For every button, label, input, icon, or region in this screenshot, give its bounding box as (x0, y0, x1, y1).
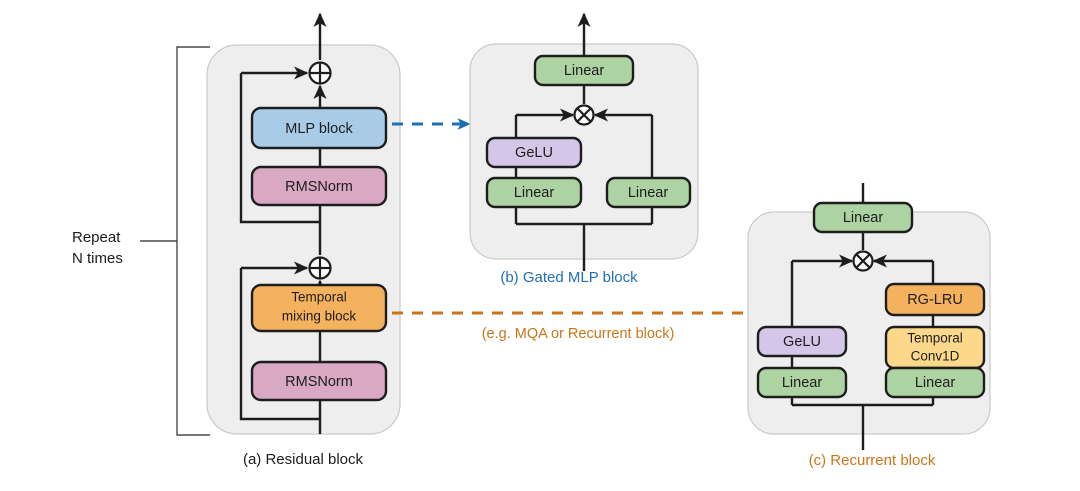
node-gelu-label: GeLU (515, 145, 553, 161)
node-linear-out-label: Linear (843, 210, 883, 226)
node-rmsnorm-lower-label: RMSNorm (285, 374, 353, 390)
node-linear-right-label: Linear (915, 375, 955, 391)
node-linear-right-shape[interactable] (884, 366, 986, 399)
node-rmsnorm-upper[interactable]: RMSNorm (250, 165, 388, 207)
node-temporal-conv1d[interactable]: Temporal Conv1D (884, 325, 986, 370)
node-linear-right[interactable]: Linear (884, 366, 986, 399)
node-temporal-conv1d-label-line1: Temporal (907, 331, 963, 346)
recurrent-panel-background (747, 211, 991, 435)
node-linear-left-label: Linear (514, 185, 554, 201)
plus-icon (310, 258, 330, 278)
node-linear-out[interactable]: Linear (812, 201, 914, 234)
node-linear-left-shape[interactable] (485, 176, 583, 209)
times-icon (855, 253, 871, 269)
residual-add-lower (308, 256, 332, 280)
node-rmsnorm-lower[interactable]: RMSNorm (250, 360, 388, 402)
caption-gated-mlp-block: (b) Gated MLP block (500, 269, 638, 286)
plus-icon (310, 63, 330, 83)
node-gelu-shape[interactable] (485, 136, 583, 169)
node-mlp-block-label: MLP block (285, 121, 353, 137)
node-rg-lru[interactable]: RG-LRU (884, 282, 986, 317)
node-temporal-mixing-block-shape[interactable] (250, 283, 388, 333)
node-linear-out-shape[interactable] (812, 201, 914, 234)
node-rmsnorm-lower-shape[interactable] (250, 360, 388, 402)
panel-gated-mlp-block: Linear GeLU Linear Linear (b) Gated MLP … (469, 12, 699, 286)
node-gelu[interactable]: GeLU (756, 325, 848, 358)
node-temporal-mixing-block[interactable]: Temporal mixing block (250, 283, 388, 333)
node-linear-right-shape[interactable] (605, 176, 692, 209)
repeat-bracket (176, 46, 210, 436)
panel-residual-block: MLP block RMSNorm Temporal mixing block … (206, 12, 401, 468)
node-linear-left[interactable]: Linear (485, 176, 583, 209)
node-rg-lru-label: RG-LRU (907, 292, 963, 308)
repeat-label-line2: N times (72, 250, 123, 267)
node-temporal-mixing-block-label-line2: mixing block (282, 309, 357, 324)
elementwise-multiply (573, 104, 595, 126)
node-linear-left-shape[interactable] (756, 366, 848, 399)
wire-skip-lower (239, 268, 320, 421)
node-linear-left[interactable]: Linear (756, 366, 848, 399)
residual-add-upper (308, 61, 332, 85)
node-rmsnorm-upper-shape[interactable] (250, 165, 388, 207)
node-gelu[interactable]: GeLU (485, 136, 583, 169)
times-icon (576, 107, 592, 123)
repeat-label-line1: Repeat (72, 229, 121, 246)
node-mlp-block[interactable]: MLP block (250, 106, 388, 150)
node-linear-out[interactable]: Linear (533, 54, 635, 87)
node-mlp-block-shape[interactable] (250, 106, 388, 150)
dashed-arrow-orange: (e.g. MQA or Recurrent block) (392, 307, 773, 342)
node-linear-out-shape[interactable] (533, 54, 635, 87)
elementwise-multiply (852, 250, 874, 272)
caption-recurrent-block: (c) Recurrent block (809, 452, 936, 469)
panel-recurrent-block: Linear GeLU Linear RG-LRU Temporal Conv1… (747, 183, 991, 469)
node-temporal-mixing-block-label-line1: Temporal (291, 290, 347, 305)
caption-residual-block: (a) Residual block (243, 451, 364, 468)
node-gelu-label: GeLU (783, 334, 821, 350)
wire-skip-upper (239, 73, 320, 224)
repeat-bracket-group: Repeat N times (72, 46, 210, 436)
node-rg-lru-shape[interactable] (884, 282, 986, 317)
node-rmsnorm-upper-label: RMSNorm (285, 179, 353, 195)
node-linear-out-label: Linear (564, 63, 604, 79)
node-gelu-shape[interactable] (756, 325, 848, 358)
dashed-arrow-orange-label: (e.g. MQA or Recurrent block) (482, 326, 675, 342)
node-linear-right[interactable]: Linear (605, 176, 692, 209)
node-linear-left-label: Linear (782, 375, 822, 391)
node-temporal-conv1d-label-line2: Conv1D (911, 349, 960, 364)
node-linear-right-label: Linear (628, 185, 668, 201)
